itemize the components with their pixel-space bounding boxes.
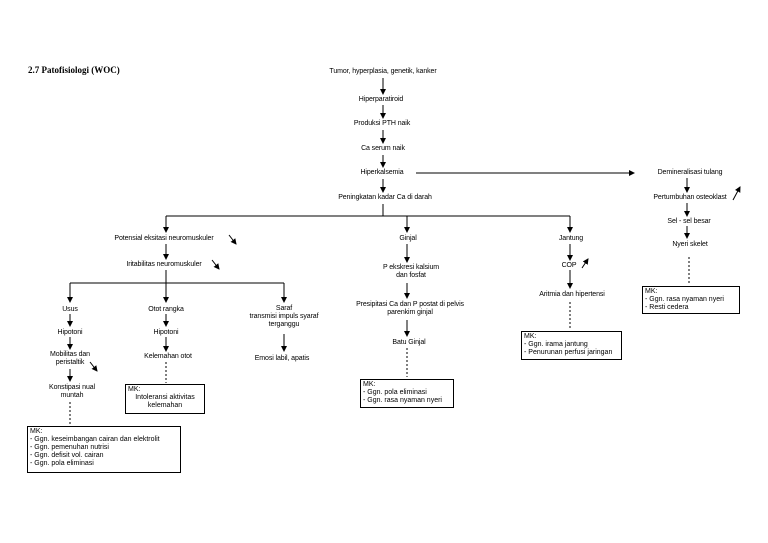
mk-line: MK: (128, 386, 141, 393)
node-aritmia: Aritmia dan hipertensi (539, 291, 605, 298)
node-ca-serum: Ca serum naik (361, 145, 405, 152)
mk-line: - Resti cedera (645, 304, 689, 311)
node-cop: COP (561, 262, 577, 269)
node-kelemahan: Kelemahan otot (144, 353, 192, 360)
node-mobilitas-1: Mobilitas dan (50, 351, 90, 358)
mk-line: MK: (524, 333, 537, 340)
node-konstipasi-1: Konstipasi nual (49, 384, 95, 391)
mk-line: MK: (645, 288, 658, 295)
node-produksi-pth: Produksi PTH naik (353, 120, 411, 127)
node-presipitasi-2: parenkim ginjal (387, 309, 433, 316)
node-nyeri-skelet: Nyeri skelet (672, 241, 708, 248)
node-potensial: Potensial eksitasi neuromuskuler (114, 235, 214, 242)
node-emosi: Emosi labil, apatis (254, 355, 310, 362)
node-demineralisasi: Demineralisasi tulang (657, 169, 723, 176)
mk-line: - Ggn. irama jantung (524, 341, 588, 348)
node-saraf-3: terganggu (268, 321, 300, 328)
arrow-iritabilitas-down (211, 259, 220, 270)
mk-line: - Ggn. rasa nyaman nyeri (363, 397, 442, 404)
mk-line: - Ggn. rasa nyaman nyeri (645, 296, 724, 303)
mk-box-ginjal: MK: - Ggn. pola eliminasi - Ggn. rasa ny… (360, 379, 454, 408)
mk-box-usus: MK: - Ggn. keseimbangan cairan dan elekt… (27, 426, 181, 473)
node-tumor: Tumor, hyperplasia, genetik, kanker (329, 68, 437, 75)
mk-line: - Ggn. pola eliminasi (30, 460, 94, 467)
mk-line: - Ggn. pemenuhan nutrisi (30, 444, 109, 451)
mk-line: - Ggn. keseimbangan cairan dan elektroli… (30, 436, 160, 443)
node-hiperparatiroid: Hiperparatiroid (358, 96, 404, 103)
node-saraf-1: Saraf (275, 305, 293, 312)
node-jantung: Jantung (558, 235, 584, 242)
node-presipitasi-1: Presipitasi Ca dan P postat di pelvis (356, 301, 464, 308)
mk-box-tulang: MK: - Ggn. rasa nyaman nyeri - Resti ced… (642, 286, 740, 314)
node-hipotoni-usus: Hipotoni (57, 329, 83, 336)
node-hiperkalsemia: Hiperkalsemia (360, 169, 404, 176)
node-ekskresi-1: P ekskresi kalsium (382, 264, 440, 271)
node-sel-besar: Sel - sel besar (667, 218, 711, 225)
node-usus: Usus (62, 306, 78, 313)
node-peningkatan-ca: Peningkatan kadar Ca di darah (338, 194, 432, 201)
mk-line: - Ggn. pola eliminasi (363, 389, 427, 396)
node-batu-ginjal: Batu Ginjal (392, 339, 426, 346)
node-ginjal: Ginjal (399, 235, 417, 242)
mk-line: - Penurunan perfusi jaringan (524, 349, 613, 356)
node-mobilitas-2: peristaltik (55, 359, 85, 366)
node-konstipasi-2: muntah (60, 392, 84, 399)
node-hipotoni-otot: Hipotoni (153, 329, 179, 336)
node-otot-rangka: Otot rangka (148, 306, 184, 313)
mk-line: MK: (30, 428, 43, 435)
node-saraf-2: transmisi impuls syaraf (249, 313, 319, 320)
mk-box-jantung: MK: - Ggn. irama jantung - Penurunan per… (521, 331, 622, 360)
node-iritabilitas: Iritabilitas neuromuskuler (126, 261, 202, 268)
mk-line: Intoleransi aktivitas (135, 394, 195, 401)
mk-line: - Ggn. defisit vol. cairan (30, 452, 104, 459)
node-ekskresi-2: dan fosfat (396, 272, 426, 279)
mk-box-otot: MK: Intoleransi aktivitas kelemahan (125, 384, 205, 414)
arrow-potensial-down (228, 234, 237, 245)
arrow-osteoklast-up (732, 186, 741, 201)
arrow-mobilitas-down (89, 361, 98, 372)
mk-line: kelemahan (147, 402, 183, 409)
mk-line: MK: (363, 381, 376, 388)
arrow-cop-up (581, 258, 589, 269)
node-osteoklast: Pertumbuhan osteoklast (653, 194, 727, 201)
page-title: 2.7 Patofisiologi (WOC) (28, 65, 120, 75)
